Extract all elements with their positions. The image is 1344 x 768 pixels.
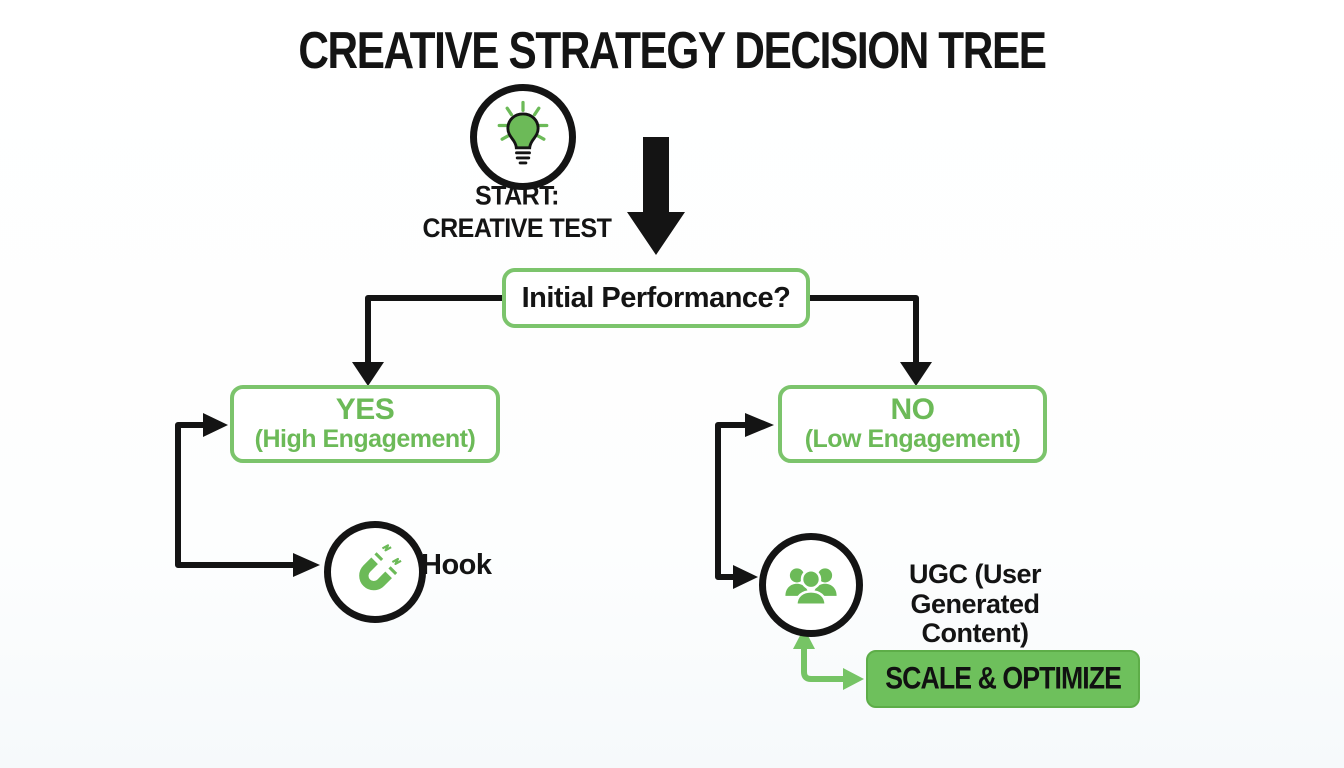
hook-label: Hook	[421, 549, 492, 581]
ugc-label: UGC (User Generated Content)	[856, 559, 1094, 649]
arrowhead-into-ugc	[733, 565, 758, 589]
arrowhead-into-no-left	[745, 413, 774, 437]
hook-node-circle	[324, 521, 426, 623]
ugc-node-circle	[759, 533, 863, 637]
arrowhead-into-no-top	[900, 362, 932, 386]
yes-label: YES	[335, 392, 395, 426]
connector-decision-to-yes	[365, 295, 506, 366]
connector-no-to-ugc	[715, 422, 746, 580]
ugc-label-line2: Content)	[921, 618, 1029, 649]
arrowhead-into-yes-left	[203, 413, 228, 437]
decision-label: Initial Performance?	[521, 281, 791, 314]
connector-decision-to-no	[806, 295, 919, 366]
arrowhead-up-into-ugc	[793, 628, 815, 649]
magnet-icon	[344, 541, 406, 603]
arrowhead-into-yes-top	[352, 362, 384, 386]
no-sublabel: (Low Engagement)	[804, 425, 1021, 454]
start-label-line2: CREATIVE TEST	[422, 214, 612, 244]
lightbulb-icon	[487, 99, 559, 175]
no-box: NO (Low Engagement)	[778, 385, 1047, 463]
yes-box: YES (High Engagement)	[230, 385, 500, 463]
people-icon	[779, 553, 843, 617]
yes-sublabel: (High Engagement)	[254, 425, 476, 454]
no-label: NO	[890, 392, 936, 426]
start-label: START: CREATIVE TEST	[387, 180, 647, 246]
arrowhead-into-hook	[293, 553, 320, 577]
ugc-label-line1: UGC (User Generated	[908, 559, 1042, 619]
decision-box: Initial Performance?	[502, 268, 810, 328]
scale-optimize-box: SCALE & OPTIMIZE	[866, 650, 1140, 708]
scale-optimize-label: SCALE & OPTIMIZE	[885, 661, 1122, 696]
arrowhead-into-scale	[843, 668, 864, 690]
connector-yes-to-hook	[175, 422, 294, 568]
start-node-circle	[470, 84, 576, 190]
start-big-arrow	[627, 137, 685, 255]
connector-ugc-to-scale	[801, 646, 844, 682]
page-title: CREATIVE STRATEGY DECISION TREE	[298, 21, 1047, 80]
